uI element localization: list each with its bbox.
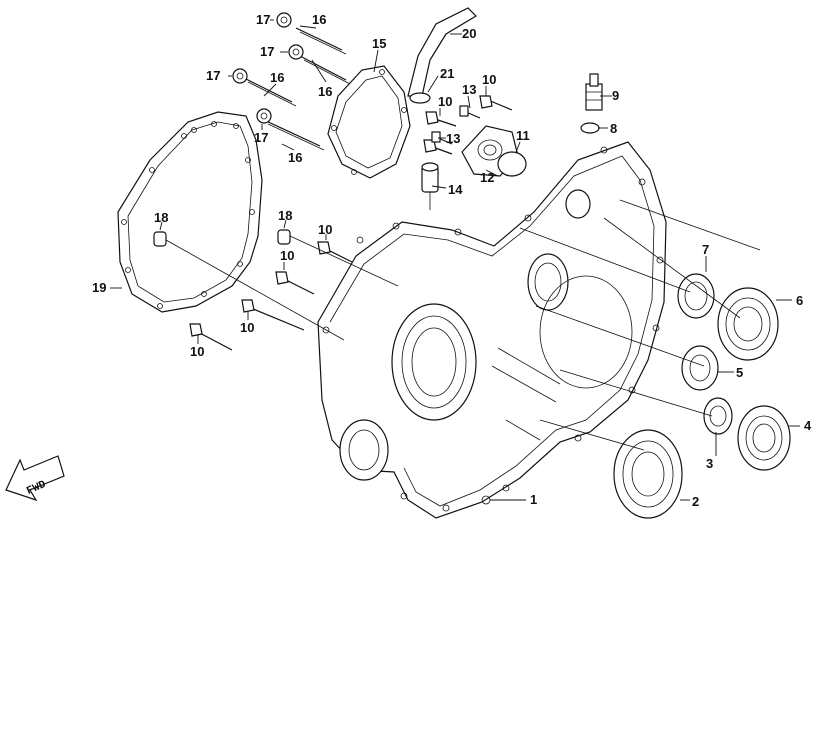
pump-gasket xyxy=(327,65,411,179)
crankcase xyxy=(317,141,667,519)
callout-16-a: 16 xyxy=(312,12,326,27)
callout-16-d: 16 xyxy=(288,150,302,165)
callout-5: 5 xyxy=(736,365,743,380)
callout-10-a: 10 xyxy=(482,72,496,87)
callout-2: 2 xyxy=(692,494,699,509)
callout-6: 6 xyxy=(796,293,803,308)
callout-10-c: 10 xyxy=(318,222,332,237)
dowel-18-group xyxy=(153,229,291,247)
callout-13-a: 13 xyxy=(462,82,476,97)
bearing-5 xyxy=(681,345,719,391)
callout-12: 12 xyxy=(480,170,494,185)
cover-gasket xyxy=(117,111,263,313)
bearing-2 xyxy=(613,429,683,519)
callout-20: 20 xyxy=(462,26,476,41)
clamp-21 xyxy=(409,92,431,104)
callout-7: 7 xyxy=(702,242,709,257)
callout-1: 1 xyxy=(530,492,537,507)
o-ring-11 xyxy=(497,151,527,177)
callout-10-d: 10 xyxy=(280,248,294,263)
callout-16-b: 16 xyxy=(318,84,332,99)
washer-8 xyxy=(580,122,600,134)
callout-17-a: 17 xyxy=(256,12,270,27)
callout-21: 21 xyxy=(440,66,454,81)
callout-14: 14 xyxy=(448,182,463,197)
fwd-arrow-icon: FWD xyxy=(5,455,65,502)
callout-18-a: 18 xyxy=(154,210,168,225)
callout-17-d: 17 xyxy=(254,130,268,145)
callout-13-b: 13 xyxy=(446,131,460,146)
callout-10-e: 10 xyxy=(240,320,254,335)
callout-16-c: 16 xyxy=(270,70,284,85)
nut-17-group xyxy=(232,12,304,124)
callout-17-c: 17 xyxy=(206,68,220,83)
bearing-4 xyxy=(737,405,791,471)
callout-18-b: 18 xyxy=(278,208,292,223)
callout-9: 9 xyxy=(612,88,619,103)
stud-16-group xyxy=(243,27,351,151)
bolt-13-group xyxy=(431,105,481,145)
callout-numbers: 1 2 3 4 5 6 7 8 9 10 10 10 10 10 10 11 1… xyxy=(92,12,812,509)
callout-4: 4 xyxy=(804,418,812,433)
bolt-10-group xyxy=(189,95,513,351)
callout-17-b: 17 xyxy=(260,44,274,59)
seal-7 xyxy=(677,273,715,319)
alignment-lines xyxy=(165,192,761,451)
callout-11: 11 xyxy=(516,128,530,143)
callout-15: 15 xyxy=(372,36,386,51)
callout-3: 3 xyxy=(706,456,713,471)
callout-8: 8 xyxy=(610,121,617,136)
sleeve-14 xyxy=(421,162,439,193)
seal-3 xyxy=(703,397,733,435)
callout-10-f: 10 xyxy=(190,344,204,359)
sensor-9 xyxy=(585,73,603,111)
hose-20 xyxy=(407,7,477,97)
leader-lines xyxy=(110,19,800,501)
callout-19: 19 xyxy=(92,280,106,295)
callout-10-b: 10 xyxy=(438,94,452,109)
bearing-6 xyxy=(717,287,779,361)
